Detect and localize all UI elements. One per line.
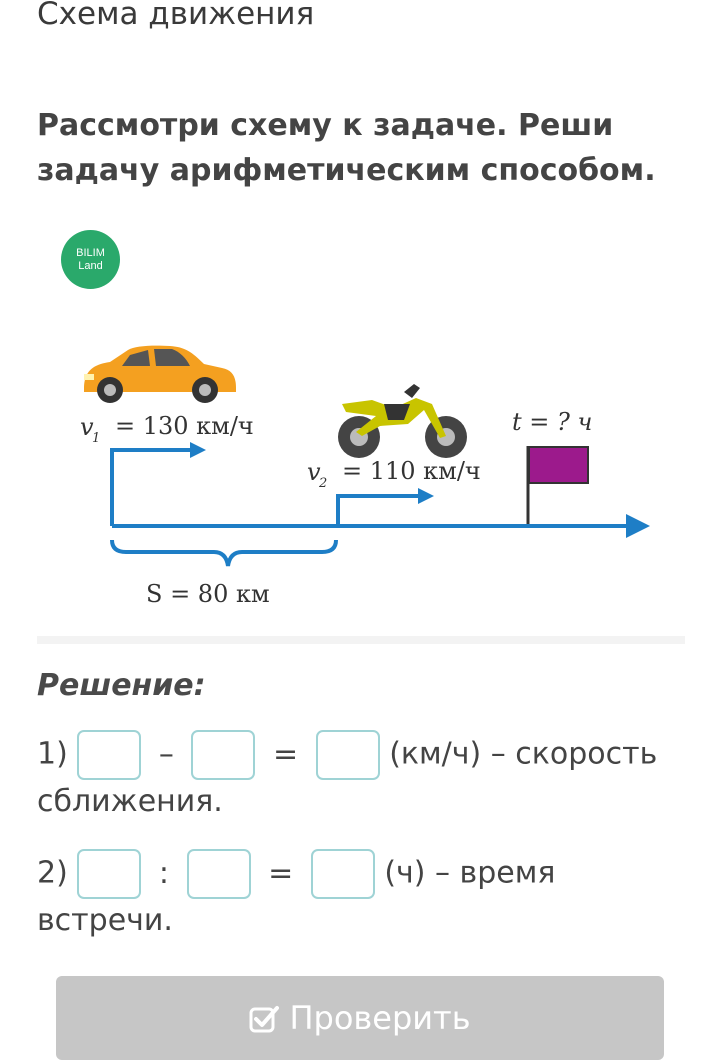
car-icon — [84, 345, 236, 403]
t-label: t = ? ч — [512, 408, 592, 436]
step-1-equals: = — [272, 736, 299, 772]
step-1-minus: – — [158, 736, 174, 772]
v1-arrow — [190, 442, 206, 458]
v1-value: = 130 км/ч — [115, 412, 254, 440]
task-text: Рассмотри схему к задаче. Реши задачу ар… — [37, 108, 656, 188]
bilimland-logo: BILIM Land — [61, 230, 120, 289]
logo-line-1: BILIM — [76, 246, 105, 259]
solution-step-1: 1) – = (км/ч) – скорость сближения. — [37, 730, 697, 824]
step-2-input-result[interactable] — [310, 849, 375, 899]
step-2-input-a[interactable] — [77, 849, 142, 899]
step-1-input-a[interactable] — [77, 730, 142, 780]
motion-diagram: v 1 = 130 км/ч v 2 = 110 км/ч t = ? ч S … — [80, 345, 650, 608]
distance-label: S = 80 км — [146, 580, 270, 608]
v1-symbol: v — [80, 413, 94, 441]
step-1-input-result[interactable] — [315, 730, 380, 780]
solution-title: Решение: — [37, 668, 206, 703]
step-2-divide: : — [158, 855, 169, 891]
v2-value: = 110 км/ч — [342, 457, 481, 485]
step-2-description: (ч) – время встречи. — [37, 855, 556, 939]
check-button[interactable]: Проверить — [56, 976, 664, 1060]
v2-index: 2 — [318, 476, 327, 491]
step-2-input-b[interactable] — [186, 849, 251, 899]
check-square-icon — [249, 1006, 280, 1033]
step-1-input-b[interactable] — [191, 730, 256, 780]
axis-arrow — [626, 514, 650, 538]
meeting-flag-icon — [526, 446, 589, 524]
section-divider — [37, 636, 685, 644]
distance-brace — [110, 539, 338, 567]
v2-symbol: v — [307, 458, 321, 486]
motorcycle-icon — [338, 384, 467, 458]
page-title: Схема движения — [37, 0, 315, 32]
step-2-number: 2) — [37, 855, 68, 891]
logo-line-2: Land — [78, 259, 103, 272]
v2-arrow — [418, 488, 434, 504]
step-1-number: 1) — [37, 736, 68, 772]
step-2-equals: = — [268, 855, 294, 891]
v1-index: 1 — [92, 431, 100, 446]
solution-step-2: 2) : = (ч) – время встречи. — [37, 849, 697, 943]
check-button-label: Проверить — [289, 999, 471, 1037]
motion-axis — [110, 448, 630, 528]
step-1-description: (км/ч) – скорость сближения. — [37, 736, 658, 820]
